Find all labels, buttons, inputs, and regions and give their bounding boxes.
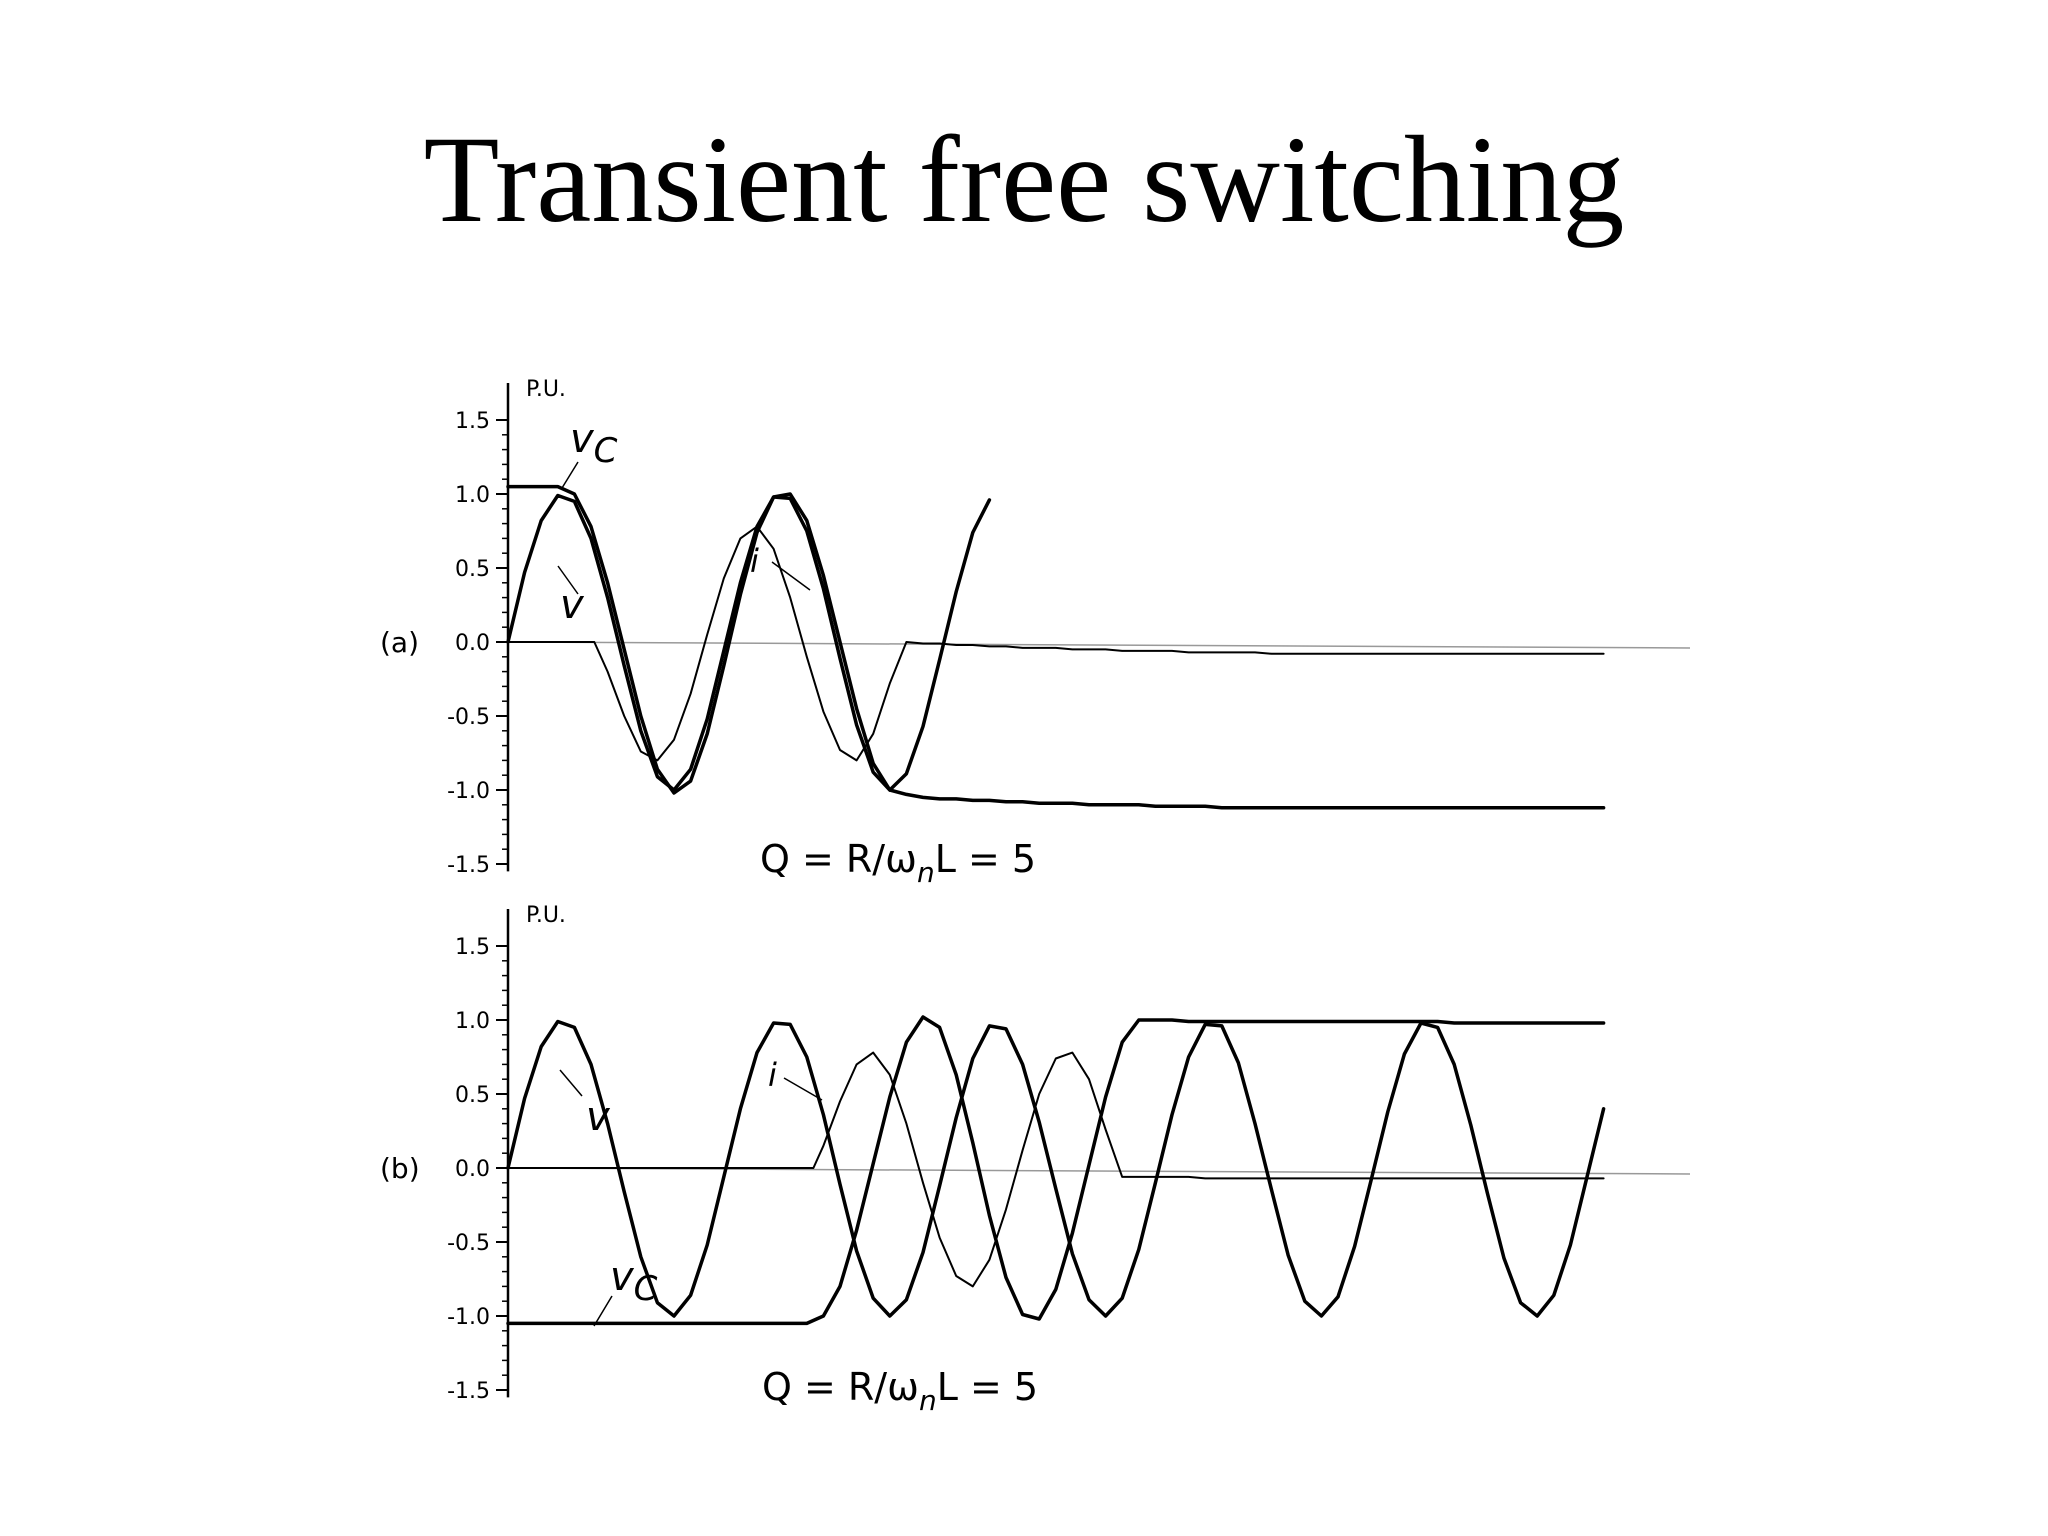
panel-label: (b) [380,1152,420,1185]
y-tick-label: -1.5 [447,1379,490,1404]
label-leader [771,561,811,591]
y-tick-label: -0.5 [447,1231,490,1256]
y-tick-label: -1.5 [447,853,490,878]
slide-title: Transient free switching [423,111,1625,248]
y-tick-label: -1.0 [447,779,490,804]
y-tick-label: 1.0 [455,483,490,508]
y-tick-label: -1.0 [447,1305,490,1330]
q-annotation: Q = R/ωnL = 5 [760,837,1036,889]
unit-label: P.U. [526,377,566,402]
series-v-line [506,493,992,792]
series-label-vc: vC [610,1254,658,1309]
y-tick-label: -0.5 [447,705,490,730]
y-tick-label: 1.5 [455,935,490,960]
label-leader [561,461,579,489]
y-tick-label: 0.5 [455,1083,490,1108]
series-vc-line [506,484,1606,810]
series-label-i: i [750,542,759,580]
series-label-i: i [768,1056,777,1094]
series-i-line [507,525,1605,762]
label-leader [783,1077,823,1101]
unit-label: P.U. [526,903,566,928]
series-i-line [507,1051,1605,1288]
q-annotation: Q = R/ωnL = 5 [762,1365,1038,1417]
y-tick-label: 0.0 [455,631,490,656]
zero-line [507,641,1691,649]
series-label-v: v [560,582,585,628]
y-tick-label: 1.5 [455,409,490,434]
panel-label: (a) [380,626,419,659]
label-leader [557,565,579,595]
series-label-v: v [586,1094,611,1140]
series-vc-line [506,1015,1606,1326]
y-tick-label: 0.5 [455,557,490,582]
label-leader [593,1295,613,1327]
y-tick-label: 0.0 [455,1157,490,1182]
y-tick-label: 1.0 [455,1009,490,1034]
label-leader [559,1069,583,1097]
